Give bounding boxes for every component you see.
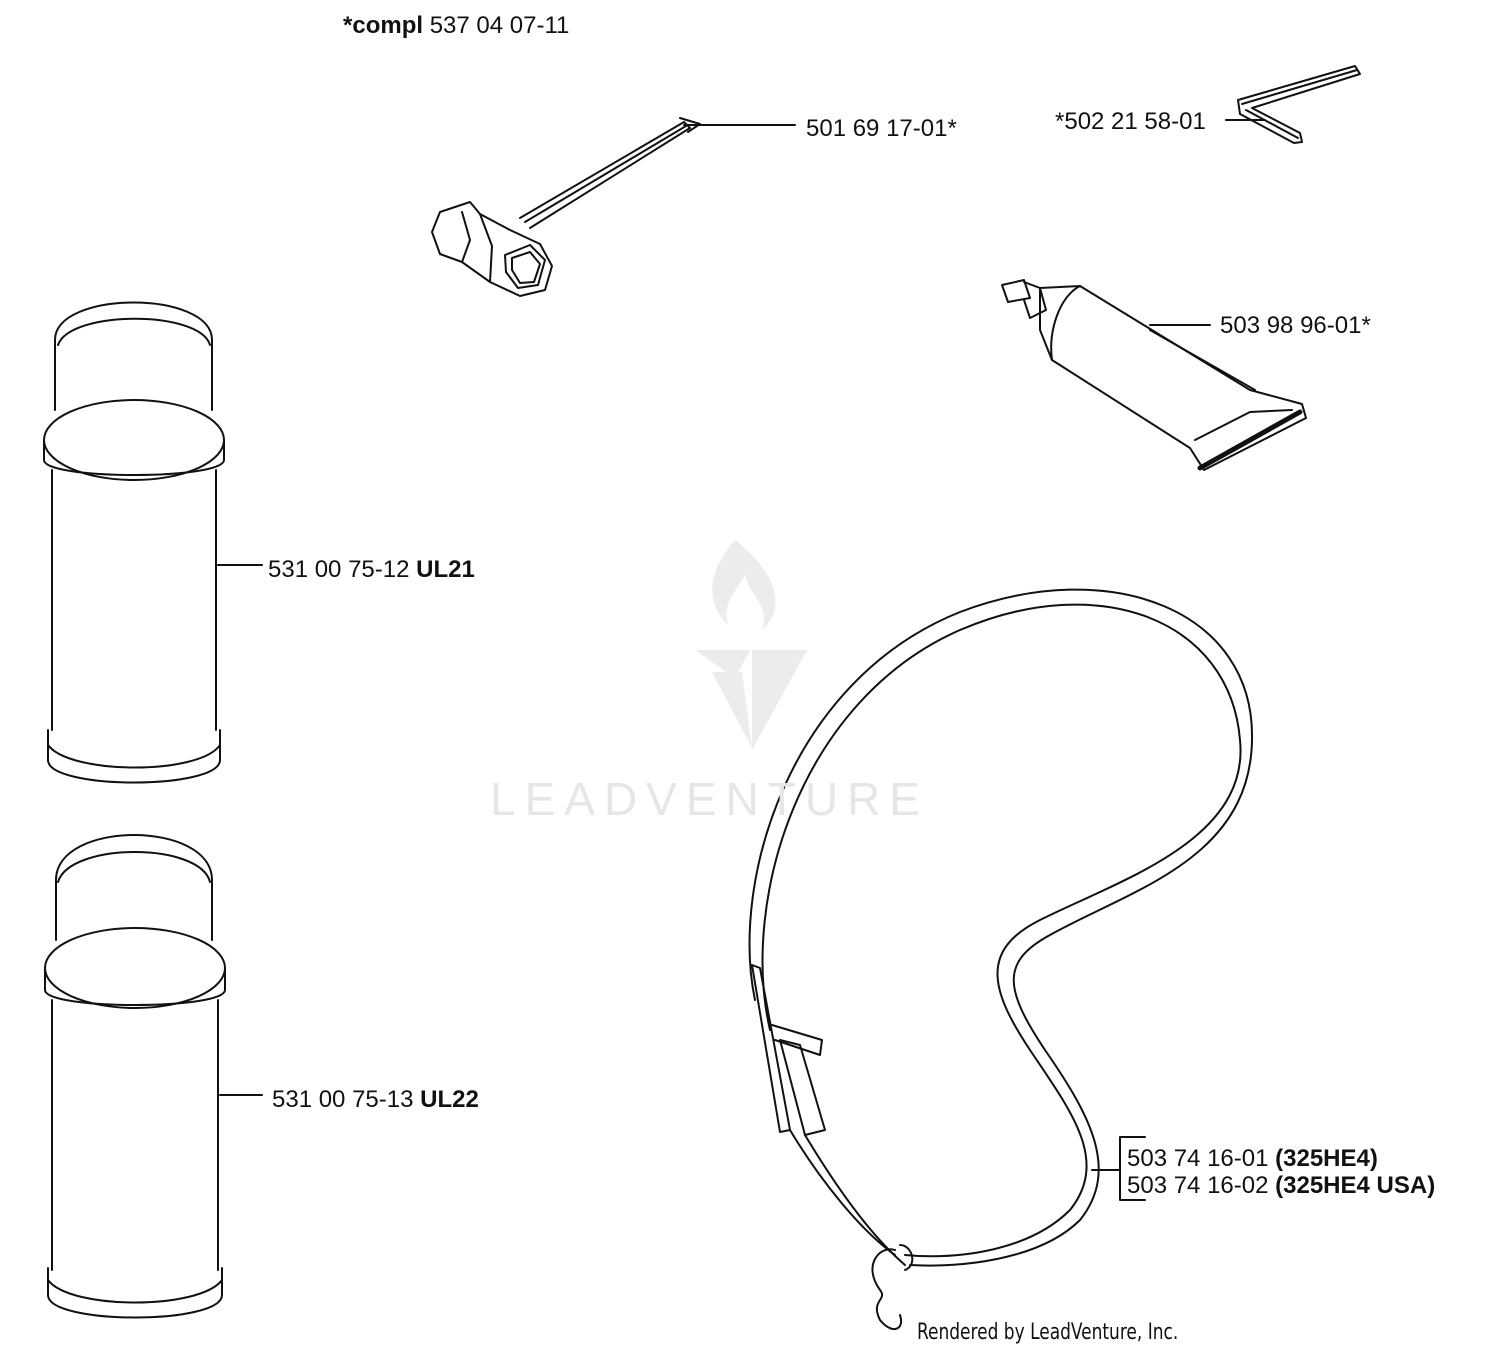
leadventure-watermark-logo [695,540,807,750]
harness-strap-drawing [748,588,1254,1330]
assembly-number: 537 04 07-11 [429,12,570,39]
part-number: 531 00 75-12 [268,556,410,583]
part-label-spray-can-2[interactable]: 531 00 75-13 UL22 [272,1086,479,1114]
render-credit: Rendered by LeadVenture, Inc. [917,1320,1179,1345]
assembly-prefix: *compl [343,12,424,39]
part-label-spark-wrench[interactable]: 501 69 17-01* [806,115,957,143]
spark-plug-wrench-drawing [431,117,701,297]
part-model: (325HE4) [1275,1145,1378,1172]
part-code: UL22 [420,1086,479,1113]
spray-can-ul22-drawing [44,834,226,1319]
part-model: (325HE4 USA) [1275,1172,1436,1199]
part-number: 503 74 16-01 [1127,1145,1269,1172]
part-label-grease-tube[interactable]: 503 98 96-01* [1220,312,1371,340]
part-number: 503 98 96-01* [1220,312,1371,339]
part-number: 503 74 16-02 [1127,1172,1269,1199]
watermark-text: LEADVENTURE [490,773,929,825]
part-code: UL21 [416,556,475,583]
part-label-hex-key[interactable]: *502 21 58-01 [1055,108,1206,136]
part-label-spray-can-1[interactable]: 531 00 75-12 UL21 [268,556,475,584]
bracket-leader [1091,1136,1146,1201]
hex-key-drawing [1237,65,1361,144]
part-label-harness-2[interactable]: 503 74 16-02 (325HE4 USA) [1127,1172,1435,1200]
part-number: 501 69 17-01* [806,115,957,142]
part-label-harness-1[interactable]: 503 74 16-01 (325HE4) [1127,1145,1378,1173]
part-number: 531 00 75-13 [272,1086,414,1113]
part-number: *502 21 58-01 [1055,108,1206,135]
grease-tube-drawing [1001,279,1307,471]
spray-can-ul21-drawing [43,301,225,784]
assembly-label: *compl 537 04 07-11 [343,12,569,40]
